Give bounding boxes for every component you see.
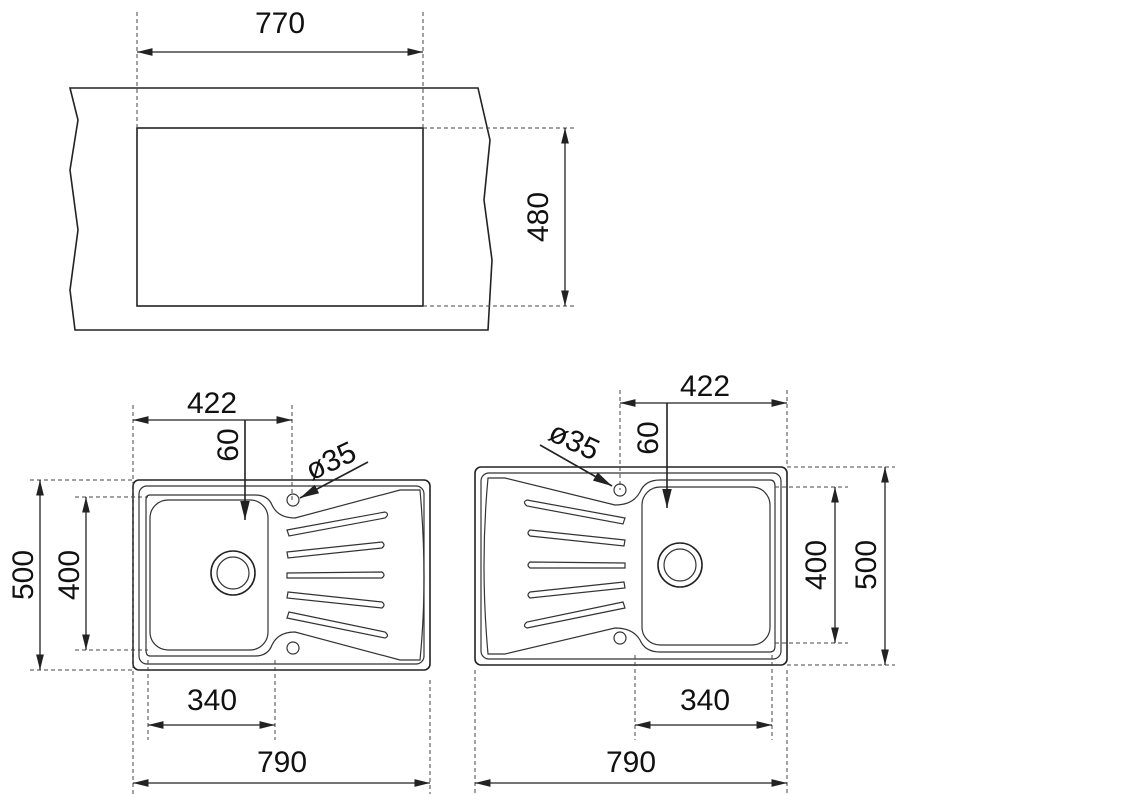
right-422-label: 422: [680, 370, 730, 403]
right-400-label: 400: [800, 540, 833, 590]
left-500-label: 500: [7, 550, 40, 600]
left-340-label: 340: [187, 684, 237, 717]
left-422-label: 422: [187, 387, 237, 420]
cutout-height-label: 480: [522, 192, 555, 242]
countertop-cutout: 770 480: [68, 7, 575, 331]
left-790-label: 790: [257, 746, 307, 779]
sink-left-bowl-left: 422 60 ø35 500 400 340 790: [7, 387, 431, 794]
right-340-label: 340: [680, 684, 730, 717]
right-tap-hole-label: ø35: [544, 416, 605, 468]
cutout-width-label: 770: [255, 7, 305, 40]
right-500-label: 500: [850, 540, 883, 590]
right-790-label: 790: [606, 746, 656, 779]
sink-right-bowl-right: 422 60 ø35 400 500 340 790: [474, 370, 895, 794]
left-60-label: 60: [212, 428, 245, 461]
left-400-label: 400: [53, 550, 86, 600]
right-60-label: 60: [632, 421, 665, 454]
